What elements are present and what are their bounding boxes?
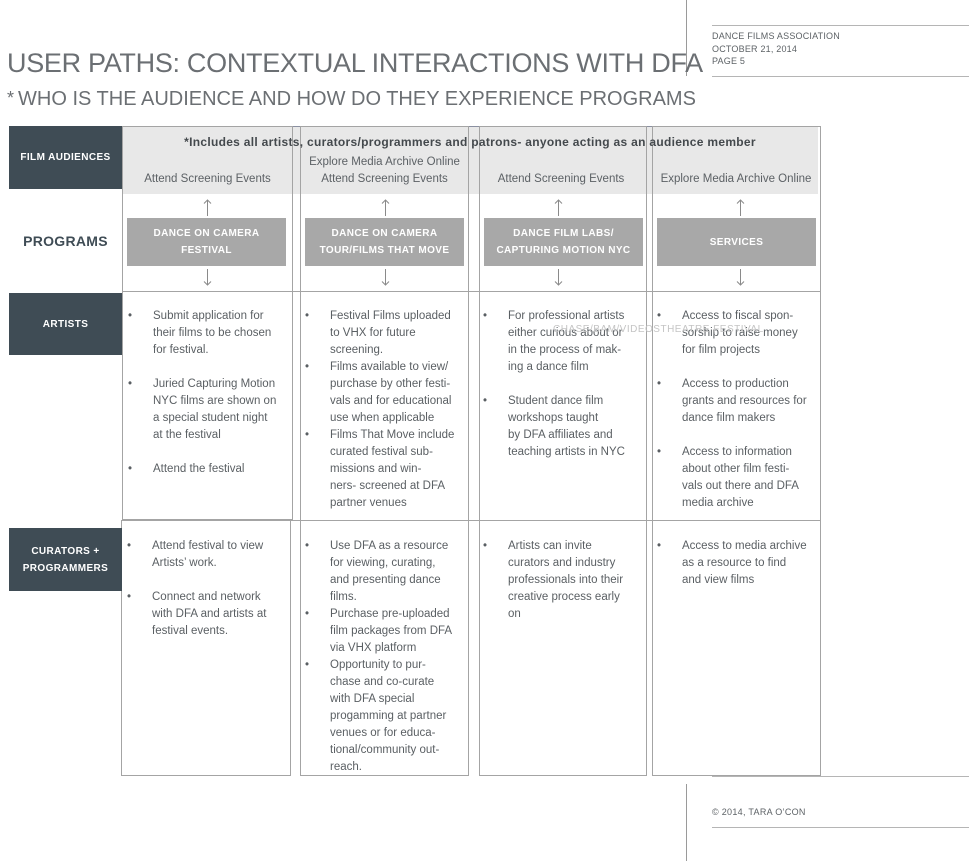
- arrow-up-col-2: [381, 199, 390, 216]
- audience-band: [122, 126, 818, 194]
- doc-meta: DANCE FILMS ASSOCIATION OCTOBER 21, 2014…: [712, 30, 840, 68]
- list-item: Use DFA as a resource for viewing, curat…: [301, 538, 471, 606]
- list-item: Festival Films uploaded to VHX for futur…: [301, 308, 471, 359]
- footer-rule-bottom: [712, 827, 969, 828]
- page-subtitle: *WHO IS THE AUDIENCE AND HOW DO THEY EXP…: [7, 88, 696, 111]
- header-divider-vertical: [686, 0, 687, 76]
- audience-col-4: Explore Media Archive Online: [648, 171, 824, 188]
- arrow-down-col-1: [203, 269, 212, 286]
- audience-note: *Includes all artists, curators/programm…: [184, 135, 756, 149]
- list-item: Attend festival to view Artists’ work.: [123, 538, 295, 572]
- program-3-line-1: DANCE FILM LABS/: [513, 228, 614, 239]
- list-item: Submit application for their films to be…: [124, 308, 296, 359]
- program-2-line-2: TOUR/FILMS THAT MOVE: [319, 245, 450, 256]
- page-title: USER PATHS: CONTEXTUAL INTERACTIONS WITH…: [7, 48, 703, 78]
- audience-col-4-line: Explore Media Archive Online: [660, 173, 812, 185]
- subtitle-text: WHO IS THE AUDIENCE AND HOW DO THEY EXPE…: [18, 88, 696, 110]
- column-1-frame-lower: [121, 520, 291, 776]
- curators-cell-col-3: Artists can invite curators and industry…: [479, 538, 649, 623]
- header-rule-bottom: [712, 76, 969, 77]
- audience-col-3-line: Attend Screening Events: [497, 173, 625, 185]
- footer-rule-top: [712, 776, 969, 777]
- artists-cell-col-3: For professional artists either curious …: [479, 308, 649, 461]
- program-3-line-2: CAPTURING MOTION NYC: [496, 245, 631, 256]
- arrow-down-col-3: [554, 269, 563, 286]
- footer-copyright: © 2014, TARA O’CON: [712, 807, 806, 817]
- audience-col-2-line-1: Explore Media Archive Online: [309, 156, 460, 168]
- row-label-film-audiences: FILM AUDIENCES: [9, 126, 122, 189]
- list-item: Connect and network with DFA and artists…: [123, 589, 295, 640]
- meta-date: OCTOBER 21, 2014: [712, 43, 798, 54]
- row-label-artists-text: ARTISTS: [42, 318, 89, 330]
- list-item: Juried Capturing Motion NYC films are sh…: [124, 376, 296, 444]
- row-label-film-audiences-text: FILM AUDIENCES: [20, 152, 111, 163]
- list-item: Attend the festival: [124, 461, 296, 478]
- program-box-dance-on-camera-festival: DANCE ON CAMERA FESTIVAL: [127, 218, 286, 266]
- audience-col-2: Explore Media Archive Online Attend Scre…: [297, 154, 472, 188]
- watermark-text: CHASE/BAM/VIDEOSTHEATRE FESTIVAL: [553, 324, 764, 335]
- artists-cell-col-4: Access to fiscal spon- sorship to raise …: [653, 308, 823, 512]
- list-item: Films available to view/ purchase by oth…: [301, 359, 471, 427]
- audience-col-1: Attend Screening Events: [122, 171, 293, 188]
- program-box-dance-film-labs: DANCE FILM LABS/ CAPTURING MOTION NYC: [484, 218, 643, 266]
- arrow-up-col-4: [736, 199, 745, 216]
- list-item: Student dance film workshops taught by D…: [479, 393, 649, 461]
- arrow-down-col-2: [381, 269, 390, 286]
- audience-col-1-line: Attend Screening Events: [144, 173, 271, 185]
- list-item: For professional artists either curious …: [479, 308, 649, 376]
- list-item: Access to production grants and resource…: [653, 376, 823, 427]
- list-item: Artists can invite curators and industry…: [479, 538, 649, 623]
- row-label-curators-line1: CURATORS +: [31, 545, 100, 557]
- arrow-up-col-1: [203, 199, 212, 216]
- row-separator-artists: [122, 520, 821, 521]
- arrow-down-col-4: [736, 269, 745, 286]
- program-4-line-1: SERVICES: [709, 236, 764, 248]
- header-rule-top: [712, 25, 969, 26]
- program-1-line-1: DANCE ON CAMERA: [153, 228, 260, 239]
- row-separator-programs: [122, 291, 821, 292]
- row-label-programs: PROGRAMS: [23, 233, 108, 249]
- curators-cell-col-4: Access to media archive as a resource to…: [653, 538, 823, 589]
- program-1-line-2: FESTIVAL: [181, 245, 232, 256]
- curators-cell-col-1: Attend festival to view Artists’ work. C…: [123, 538, 295, 640]
- program-box-services: SERVICES: [657, 218, 816, 266]
- subtitle-asterisk: *: [7, 88, 15, 108]
- artists-cell-col-2: Festival Films uploaded to VHX for futur…: [301, 308, 471, 512]
- row-label-artists: ARTISTS: [9, 293, 122, 355]
- program-box-dance-on-camera-tour: DANCE ON CAMERA TOUR/FILMS THAT MOVE: [305, 218, 464, 266]
- list-item: Purchase pre-uploaded film packages from…: [301, 606, 471, 657]
- list-item: Opportunity to pur- chase and co-curate …: [301, 657, 471, 776]
- artists-cell-col-1: Submit application for their films to be…: [124, 308, 296, 478]
- arrow-up-col-3: [554, 199, 563, 216]
- list-item: Access to media archive as a resource to…: [653, 538, 823, 589]
- list-item: Films That Move include curated festival…: [301, 427, 471, 512]
- row-label-curators-line2: PROGRAMMERS: [22, 562, 109, 574]
- meta-org: DANCE FILMS ASSOCIATION: [712, 31, 840, 41]
- list-item: Access to fiscal spon- sorship to raise …: [653, 308, 823, 359]
- row-label-curators: CURATORS + PROGRAMMERS: [9, 528, 122, 591]
- program-2-line-1: DANCE ON CAMERA: [331, 228, 438, 239]
- curators-cell-col-2: Use DFA as a resource for viewing, curat…: [301, 538, 471, 776]
- audience-col-3: Attend Screening Events: [479, 171, 643, 188]
- audience-col-2-line-2: Attend Screening Events: [321, 173, 448, 185]
- meta-page: PAGE 5: [712, 56, 746, 66]
- list-item: Access to information about other film f…: [653, 444, 823, 512]
- footer-divider-vertical: [686, 784, 687, 861]
